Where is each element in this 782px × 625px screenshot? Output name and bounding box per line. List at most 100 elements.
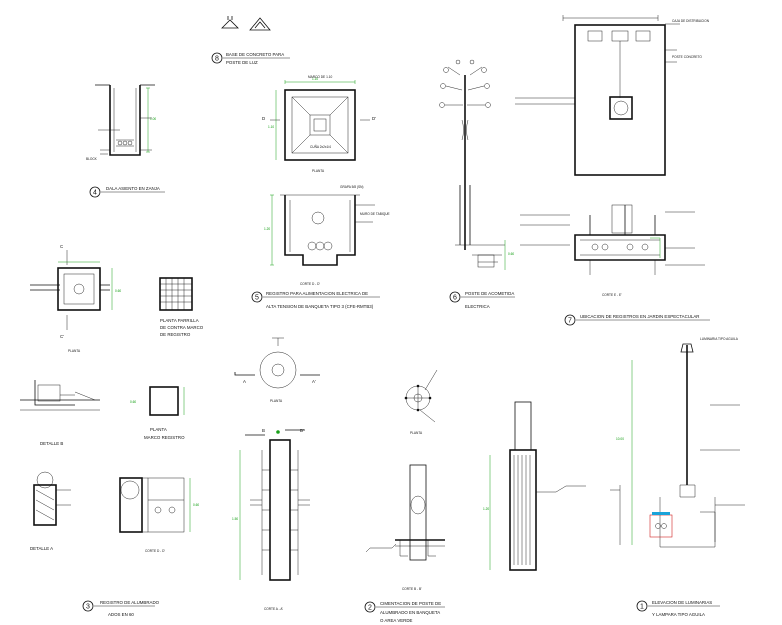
detail-b-drawing: DETALLE B bbox=[20, 380, 100, 446]
detail-6-marker bbox=[449, 291, 461, 303]
svg-text:0.60: 0.60 bbox=[130, 400, 136, 404]
detail-1-marker bbox=[636, 600, 648, 612]
detail-2-section-bb: CORTE B - B' bbox=[365, 464, 445, 591]
detail-5-section: 1.20 GRAPA 5/8 (SN) MURO DE TABIQUE CORT… bbox=[264, 185, 390, 286]
grid-frame-plan: PLANTA PARRILLA DE CONTRA MARCO DE REGIS… bbox=[159, 277, 204, 337]
detail-2-plan: A A' PLANTA bbox=[234, 337, 320, 403]
detail-2-title-1: CIMENTACION DE POSTE DE bbox=[380, 601, 441, 606]
detail-4-title-1: DALA ASIENTO EN ZANJA bbox=[106, 186, 160, 191]
detail-6-title-1: POSTE DE ACOMETIDA bbox=[465, 291, 514, 296]
svg-text:1.00: 1.00 bbox=[150, 117, 156, 121]
svg-text:LUMINARIA TIPO AGUILA: LUMINARIA TIPO AGUILA bbox=[700, 337, 739, 341]
detail-7-section: CORTE E - E' bbox=[520, 204, 705, 297]
detail-5-title: 5 REGISTRO PARA ALIMENTACION ELECTRICA D… bbox=[251, 291, 380, 309]
detail-3-section-label: CORTE D - D' bbox=[145, 549, 165, 553]
detail-1-title: 1 ELEVACION DE LUMINARIAS Y LAMPARA TIPO… bbox=[636, 600, 720, 617]
detail-1-drawing: 10.00 LUMINARIA TIPO AGUILA bbox=[610, 337, 745, 548]
detail-8-marker bbox=[211, 52, 223, 64]
detail-5-plan-label: PLANTA bbox=[312, 169, 325, 173]
detail-2-plan-label: PLANTA bbox=[270, 399, 283, 403]
detail-7-marker bbox=[564, 314, 576, 326]
detail-2-section-aa: B B' 1.50 CORTE A - A' bbox=[232, 428, 310, 611]
detail-2-number: 2 bbox=[368, 605, 372, 612]
detail-3-plan-label: PLANTA bbox=[68, 349, 81, 353]
section-mark-d2: D' bbox=[372, 116, 376, 121]
detail-a-drawing: DETALLE A bbox=[30, 471, 71, 551]
svg-text:0.60: 0.60 bbox=[508, 252, 514, 256]
section-mark-d: D bbox=[262, 116, 265, 121]
accent-bar bbox=[652, 512, 670, 515]
foundation-plan: PLANTA bbox=[404, 369, 438, 435]
detail-2-section-aa-label: CORTE A - A' bbox=[264, 607, 284, 611]
detail-7-section-label: CORTE E - E' bbox=[602, 293, 622, 297]
section-mark-c2: C' bbox=[60, 334, 64, 339]
svg-text:CUÑA 2x2x1/4: CUÑA 2x2x1/4 bbox=[310, 144, 331, 149]
detail-1-number: 1 bbox=[640, 604, 644, 611]
section-mark-b: B bbox=[262, 428, 265, 433]
pyramid-base-icon bbox=[249, 17, 271, 31]
detail-2-title-3: O AREA VERDE bbox=[380, 618, 413, 623]
frame-plan-label-2: MARCO REGISTRO bbox=[144, 435, 185, 440]
detail-7-title: 7 UBICACION DE REGISTROS EN JARDIN ESPEC… bbox=[564, 314, 710, 326]
detail-5-title-1: REGISTRO PARA ALIMENTACION ELECTRICA DE bbox=[266, 291, 368, 296]
grid-frame-label-2: DE CONTRA MARCO bbox=[160, 325, 204, 330]
detail-5-marker bbox=[251, 291, 263, 303]
detail-5-title-2: ALTA TENSION DE BANQUETA TIPO 3 (CFE-RMT… bbox=[266, 304, 374, 309]
svg-text:0.60: 0.60 bbox=[193, 503, 199, 507]
detail-6-number: 6 bbox=[453, 295, 457, 302]
svg-text:GRAPA 5/8 (SN): GRAPA 5/8 (SN) bbox=[340, 185, 364, 189]
detail-7-title-1: UBICACION DE REGISTROS EN JARDIN ESPECTA… bbox=[580, 314, 699, 319]
svg-text:1.20: 1.20 bbox=[483, 507, 489, 511]
detail-5-number: 5 bbox=[255, 295, 259, 302]
section-mark-a: A bbox=[243, 379, 246, 384]
anchor-column-section: 1.20 bbox=[483, 401, 586, 571]
grid-frame-label-3: DE REGISTRO bbox=[160, 332, 191, 337]
detail-3-title-1: REGISTRO DE ALUMBRADO bbox=[100, 600, 160, 605]
frame-plan-label-1: PLANTA bbox=[150, 427, 167, 432]
detail-3-section: 0.60 CORTE D - D' bbox=[119, 477, 199, 553]
detail-8-header: 8 BASE DE CONCRETO PARA POSTE DE LUZ bbox=[211, 16, 290, 65]
detail-4-number: 4 bbox=[93, 190, 97, 197]
frame-plan: 0.60 PLANTA MARCO REGISTRO bbox=[130, 386, 185, 440]
svg-text:1.10: 1.10 bbox=[268, 125, 274, 129]
detail-4-title: 4 DALA ASIENTO EN ZANJA bbox=[89, 186, 165, 198]
post-base-icon bbox=[221, 16, 239, 29]
detail-3-marker bbox=[82, 600, 94, 612]
detail-8-title-2: POSTE DE LUZ bbox=[226, 60, 258, 65]
detail-3-plan: C C' 0.60 PLANTA bbox=[30, 244, 121, 353]
detail-5-plan: D D' 1.10 1.10 MARCO DE 1.10 CUÑA 2x2x1/… bbox=[262, 75, 376, 173]
detail-5-section-label: CORTE D - D' bbox=[300, 282, 320, 286]
svg-text:1.10: 1.10 bbox=[312, 77, 318, 81]
svg-text:CAJA DE DISTRIBUCION: CAJA DE DISTRIBUCION bbox=[672, 19, 710, 23]
foundation-plan-label: PLANTA bbox=[410, 431, 423, 435]
detail-1-title-1: ELEVACION DE LUMINARIAS bbox=[652, 600, 712, 605]
detail-4-drawing: 1.00 BLOCK bbox=[86, 84, 156, 161]
detail-b-label: DETALLE B bbox=[40, 441, 63, 446]
detail-4-marker bbox=[89, 186, 101, 198]
detail-3-title-2: ADOS EN 60 bbox=[108, 612, 134, 617]
svg-text:1.50: 1.50 bbox=[232, 517, 238, 521]
detail-7-number: 7 bbox=[568, 318, 572, 325]
detail-8-title-1: BASE DE CONCRETO PARA bbox=[226, 52, 284, 57]
svg-text:0.60: 0.60 bbox=[115, 289, 121, 293]
detail-8-number: 8 bbox=[215, 56, 219, 63]
detail-7-plan: CAJA DE DISTRIBUCION POSTE CONCRETO bbox=[515, 15, 710, 176]
svg-text:MARCO DE 1.10: MARCO DE 1.10 bbox=[308, 75, 332, 79]
section-mark-a2: A' bbox=[312, 379, 316, 384]
section-mark-b2: B' bbox=[300, 428, 304, 433]
detail-2-title-2: ALUMBRADO EN BANQUETA bbox=[380, 610, 440, 615]
svg-text:MURO DE TABIQUE: MURO DE TABIQUE bbox=[360, 212, 390, 216]
detail-2-marker bbox=[364, 601, 376, 613]
detail-2-title: 2 CIMENTACION DE POSTE DE ALUMBRADO EN B… bbox=[364, 601, 445, 623]
detail-6-drawing: 0.60 bbox=[439, 59, 514, 270]
detail-1-title-2: Y LAMPARA TIPO AGUILA bbox=[652, 612, 705, 617]
svg-text:POSTE CONCRETO: POSTE CONCRETO bbox=[672, 55, 702, 59]
detail-6-title-2: ELECTRICA bbox=[465, 304, 490, 309]
section-mark-c: C bbox=[60, 244, 63, 249]
svg-text:10.00: 10.00 bbox=[616, 437, 624, 441]
detail-3-number: 3 bbox=[86, 604, 90, 611]
detail-6-title: 6 POSTE DE ACOMETIDA ELECTRICA bbox=[449, 291, 515, 309]
svg-text:BLOCK: BLOCK bbox=[86, 157, 98, 161]
detail-2-section-bb-label: CORTE B - B' bbox=[402, 587, 422, 591]
